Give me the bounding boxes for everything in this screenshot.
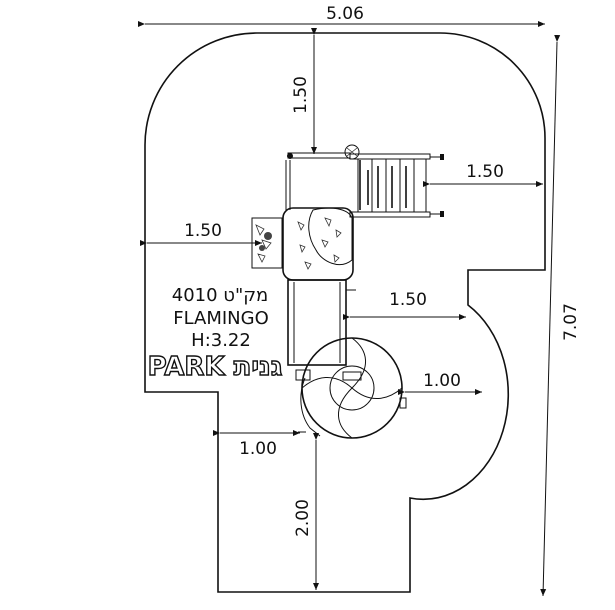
climbing-wall	[251, 217, 283, 269]
mid-right-clearance-dimension: 1.50	[343, 290, 466, 320]
svg-text:7.07: 7.07	[561, 303, 581, 341]
svg-text:2.00: 2.00	[293, 499, 313, 537]
spiral-left-clearance-dimension: 1.00	[213, 430, 300, 459]
product-height: H:3.22	[191, 330, 251, 351]
svg-text:PARK גנית: PARK גנית	[148, 352, 283, 382]
play-structure	[251, 144, 444, 439]
top-clearance-dimension: 1.50	[291, 28, 317, 154]
svg-text:1.50: 1.50	[466, 162, 504, 182]
brand-logo: PARK גנית	[147, 351, 283, 382]
svg-text:1.50: 1.50	[184, 221, 222, 241]
product-name: FLAMINGO	[173, 308, 269, 329]
left-clearance-dimension: 1.50	[140, 221, 262, 246]
right-clearance-dimension: 1.50	[423, 162, 543, 187]
ladder	[349, 153, 444, 218]
catalog-number: 4010 מק"ט	[172, 285, 268, 306]
svg-text:1.00: 1.00	[423, 371, 461, 391]
deck-platform	[282, 207, 354, 281]
total-width-dimension: 5.06	[138, 4, 545, 27]
svg-text:5.06: 5.06	[326, 4, 364, 24]
svg-text:1.50: 1.50	[389, 290, 427, 310]
bottom-clearance-dimension: 2.00	[293, 433, 319, 590]
spiral-slide	[295, 337, 407, 439]
svg-text:1.50: 1.50	[291, 76, 311, 114]
spiral-right-clearance-dimension: 1.00	[398, 371, 482, 395]
straight-slide	[287, 279, 356, 366]
product-label: 4010 מק"ט FLAMINGO H:3.22	[172, 285, 269, 351]
total-height-dimension: 7.07	[540, 34, 581, 597]
svg-text:1.00: 1.00	[239, 439, 277, 459]
